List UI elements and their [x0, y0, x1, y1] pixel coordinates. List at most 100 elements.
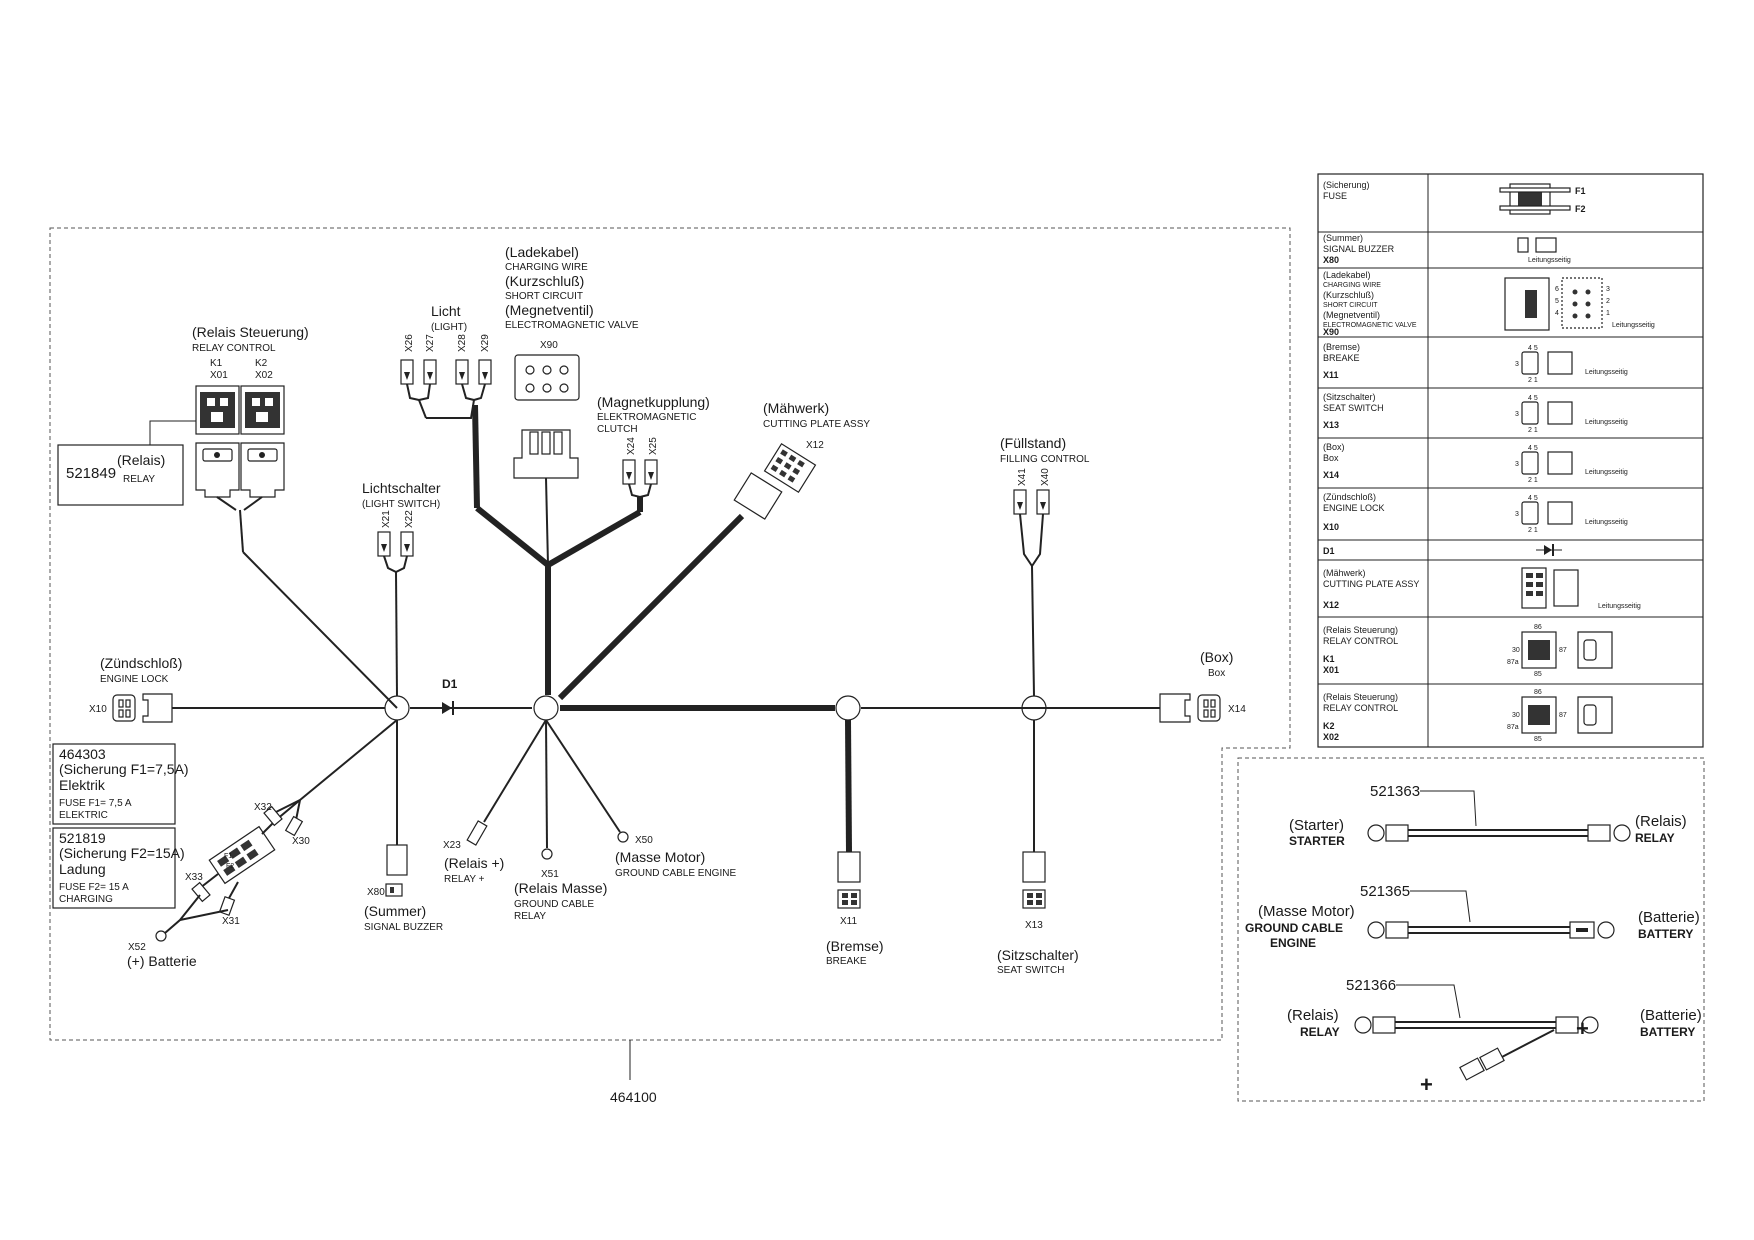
svg-text:X12: X12 [1323, 600, 1339, 610]
svg-text:X01: X01 [210, 370, 228, 381]
svg-text:(Summer): (Summer) [364, 903, 426, 919]
svg-text:D1: D1 [1323, 546, 1335, 556]
harness-part-number: 464100 [610, 1089, 657, 1105]
buzzer-connector: X80 (Summer) SIGNAL BUZZER [364, 720, 443, 933]
legend-row-relay-k2: (Relais Steuerung) RELAY CONTROL K2 X02 … [1323, 689, 1613, 743]
cable-521363: 521363 (Starter) STARTER (Relais) RELAY [1289, 783, 1687, 848]
legend-row-ignition: (Zündschloß) ENGINE LOCK X10 4 5 3 2 1 L… [1323, 492, 1628, 534]
svg-text:X14: X14 [1323, 470, 1339, 480]
svg-text:X32: X32 [254, 802, 272, 813]
svg-text:BREAKE: BREAKE [826, 956, 867, 967]
svg-text:ELEKTROMAGNETIC: ELEKTROMAGNETIC [597, 412, 696, 423]
svg-text:(Ladekabel): (Ladekabel) [505, 244, 579, 260]
svg-text:RELAY CONTROL: RELAY CONTROL [1323, 703, 1398, 713]
svg-text:1: 1 [1606, 310, 1610, 317]
svg-text:X14: X14 [1228, 704, 1246, 715]
svg-text:CHARGING WIRE: CHARGING WIRE [1323, 282, 1381, 289]
fuse-holder: F1 F2 X32 X30 X33 X31 X52 (+) Batterie [127, 719, 398, 969]
svg-text:X21: X21 [381, 510, 392, 528]
svg-text:(Box): (Box) [1323, 442, 1345, 452]
svg-text:Leitungsseitig: Leitungsseitig [1585, 519, 1628, 526]
svg-text:(Ladekabel): (Ladekabel) [1323, 270, 1371, 280]
svg-text:X50: X50 [635, 835, 653, 846]
harness-outline [49, 227, 1291, 1041]
svg-text:STARTER: STARTER [1289, 834, 1345, 848]
light-connectors: Licht (LIGHT) X26 X27 X28 X29 [400, 303, 550, 568]
svg-text:(Zündschloß): (Zündschloß) [100, 655, 182, 671]
svg-text:(Relais): (Relais) [117, 452, 165, 468]
svg-text:X25: X25 [648, 437, 659, 455]
svg-text:GROUND CABLE ENGINE: GROUND CABLE ENGINE [615, 868, 736, 879]
svg-text:(Sicherung F2=15A): (Sicherung F2=15A) [59, 845, 185, 861]
svg-text:ELECTROMAGNETIC VALVE: ELECTROMAGNETIC VALVE [1323, 322, 1417, 329]
svg-text:X40: X40 [1040, 468, 1051, 486]
svg-text:Leitungsseitig: Leitungsseitig [1585, 369, 1628, 376]
legend-row-box: (Box) Box X14 4 5 3 2 1 Leitungsseitig [1323, 442, 1628, 484]
svg-text:3: 3 [1606, 286, 1610, 293]
svg-text:(Starter): (Starter) [1289, 817, 1344, 834]
svg-text:RELAY: RELAY [1300, 1025, 1340, 1039]
motor-ground-connector: X50 (Masse Motor) GROUND CABLE ENGINE [545, 719, 736, 879]
svg-text:521366: 521366 [1346, 977, 1396, 994]
fuse-1-box: 464303 (Sicherung F1=7,5A) Elektrik FUSE… [52, 743, 189, 825]
box-connector: X14 (Box) Box [1159, 649, 1246, 723]
svg-text:RELAY: RELAY [514, 911, 546, 922]
svg-text:(Masse Motor): (Masse Motor) [615, 849, 705, 865]
svg-text:(Relais): (Relais) [1287, 1007, 1339, 1024]
svg-text:X01: X01 [1323, 665, 1339, 675]
svg-text:(Relais): (Relais) [1635, 813, 1687, 830]
svg-text:(Relais Steuerung): (Relais Steuerung) [1323, 625, 1398, 635]
svg-text:Leitungsseitig: Leitungsseitig [1598, 603, 1641, 610]
svg-text:(Sitzschalter): (Sitzschalter) [1323, 392, 1376, 402]
legend-table: (Sicherung) FUSE F1 F2 (Summer) SIGNAL B… [1317, 173, 1704, 748]
svg-text:5: 5 [1555, 298, 1559, 305]
svg-text:87a: 87a [1507, 724, 1519, 731]
svg-text:K2: K2 [255, 358, 268, 369]
svg-text:ELEKTRIC: ELEKTRIC [59, 810, 108, 821]
cable-521365: 521365 (Masse Motor) GROUND CABLE ENGINE… [1245, 883, 1700, 950]
brake-connector: X11 (Bremse) BREAKE [826, 719, 884, 967]
svg-text:K1: K1 [210, 358, 223, 369]
junction-3 [835, 695, 861, 721]
diode-d1: D1 [436, 677, 460, 715]
svg-text:(LIGHT): (LIGHT) [431, 322, 467, 333]
svg-text:ELECTROMAGNETIC VALVE: ELECTROMAGNETIC VALVE [505, 320, 639, 331]
svg-text:X26: X26 [404, 334, 415, 352]
svg-text:(Relais Masse): (Relais Masse) [514, 880, 607, 896]
svg-text:X10: X10 [1323, 522, 1339, 532]
legend-row-brake: (Bremse) BREAKE X11 4 5 3 2 1 Leitungsse… [1323, 342, 1628, 384]
svg-text:521363: 521363 [1370, 783, 1420, 800]
relay-521849: 521849 (Relais) RELAY [57, 420, 196, 506]
magnet-clutch: (Magnetkupplung) ELEKTROMAGNETIC CLUTCH … [546, 394, 710, 568]
svg-text:RELAY +: RELAY + [444, 874, 485, 885]
svg-text:(Relais +): (Relais +) [444, 855, 504, 871]
svg-text:(Box): (Box) [1200, 649, 1233, 665]
svg-text:X12: X12 [806, 440, 824, 451]
svg-text:X90: X90 [1323, 327, 1339, 337]
svg-text:3: 3 [1515, 361, 1519, 368]
svg-text:BREAKE: BREAKE [1323, 353, 1360, 363]
svg-text:464303: 464303 [59, 746, 106, 762]
svg-text:521365: 521365 [1360, 883, 1410, 900]
svg-text:(Batterie): (Batterie) [1638, 909, 1700, 926]
svg-text:ENGINE LOCK: ENGINE LOCK [1323, 503, 1385, 513]
svg-text:4 5: 4 5 [1528, 495, 1538, 502]
svg-text:FILLING CONTROL: FILLING CONTROL [1000, 454, 1090, 465]
svg-text:Leitungsseitig: Leitungsseitig [1585, 419, 1628, 426]
svg-text:(Füllstand): (Füllstand) [1000, 435, 1066, 451]
svg-text:(Sitzschalter): (Sitzschalter) [997, 947, 1079, 963]
charging-connector: (Ladekabel) CHARGING WIRE (Kurzschluß) S… [505, 244, 639, 695]
svg-text:2 1: 2 1 [1528, 477, 1538, 484]
svg-text:(Summer): (Summer) [1323, 233, 1363, 243]
svg-text:6: 6 [1555, 286, 1559, 293]
svg-text:(Megnetventil): (Megnetventil) [505, 302, 594, 318]
svg-text:3: 3 [1515, 411, 1519, 418]
svg-text:SEAT SWITCH: SEAT SWITCH [997, 965, 1064, 976]
svg-text:X11: X11 [840, 916, 857, 927]
svg-text:(+) Batterie: (+) Batterie [127, 953, 197, 969]
svg-text:Leitungsseitig: Leitungsseitig [1585, 469, 1628, 476]
junction-2 [533, 695, 559, 721]
svg-text:BATTERY: BATTERY [1640, 1025, 1695, 1039]
svg-text:Ladung: Ladung [59, 861, 106, 877]
ignition-connector: X10 (Zündschloß) ENGINE LOCK [89, 655, 182, 723]
